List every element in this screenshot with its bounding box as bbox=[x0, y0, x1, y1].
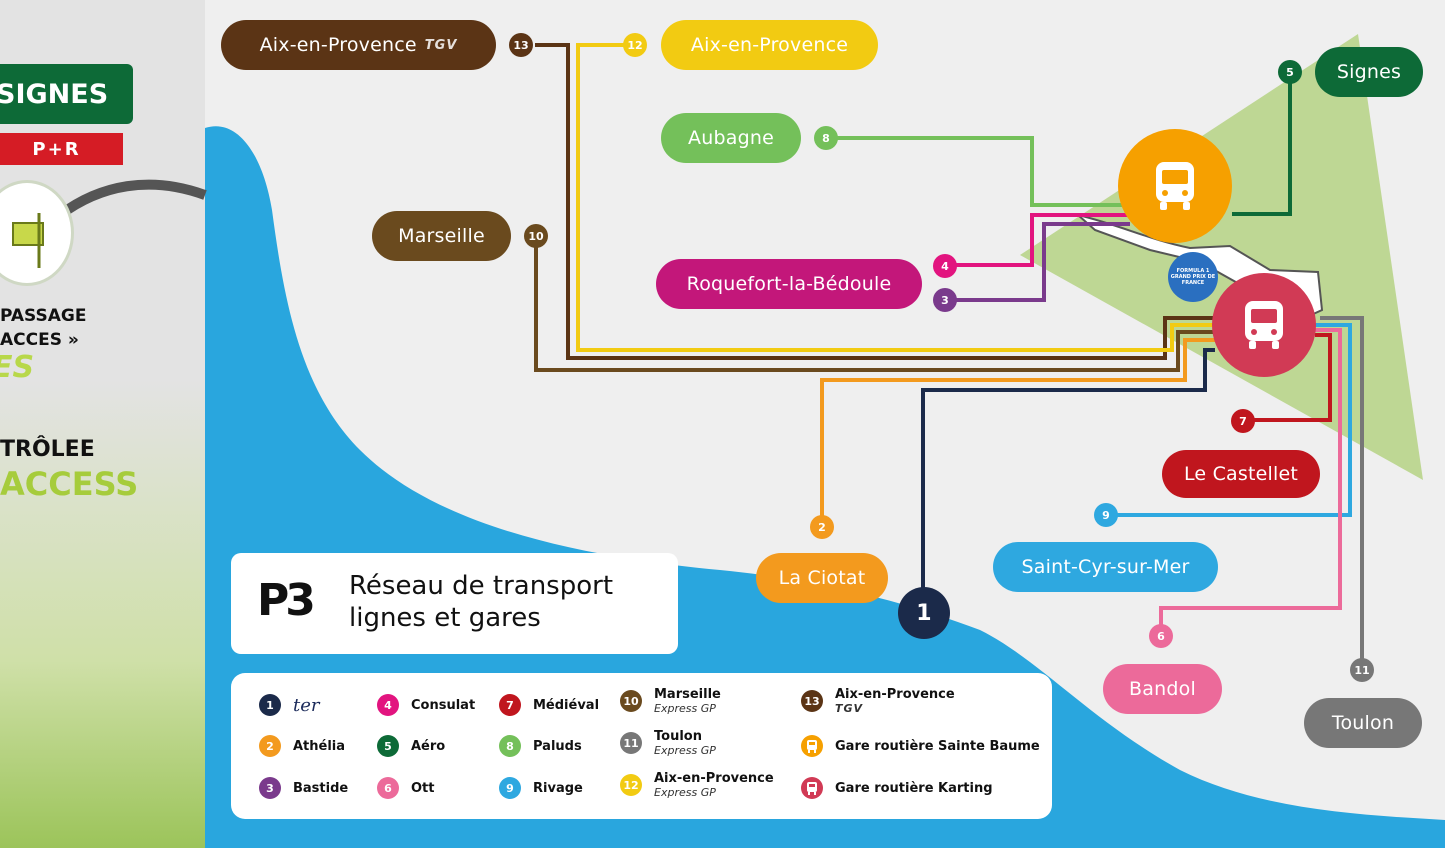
line-1-terminal[interactable]: 1 bbox=[898, 587, 950, 639]
destination-aubagne[interactable]: Aubagne bbox=[661, 113, 801, 163]
line-7-path bbox=[1243, 333, 1332, 422]
legend-item-5: 5 Aéro bbox=[377, 735, 445, 757]
bus-icon bbox=[801, 735, 823, 757]
left-panel: SIGNES P+R PASSAGE ACCES » ES TRÔLEE ACC… bbox=[0, 0, 205, 848]
access-text: ACCESS bbox=[0, 465, 139, 503]
legend-item-8: 8 Paluds bbox=[499, 735, 582, 757]
destination-aix[interactable]: Aix-en-Provence bbox=[661, 20, 878, 70]
destination-saint-cyr[interactable]: Saint-Cyr-sur-Mer bbox=[993, 542, 1218, 592]
line-8-path bbox=[825, 136, 1130, 207]
controlee-text: TRÔLEE bbox=[0, 437, 95, 462]
passage-text-1: PASSAGE bbox=[0, 306, 87, 326]
park-and-ride-sign: P+R bbox=[0, 133, 123, 165]
line-11-path bbox=[1320, 316, 1364, 670]
legend-item-1: 1 ter bbox=[259, 694, 320, 716]
barrier-icon bbox=[0, 180, 74, 286]
passage-text-2: ACCES » bbox=[0, 330, 79, 350]
line-9-path bbox=[1106, 323, 1352, 517]
bus-icon bbox=[801, 777, 823, 799]
line-12-path bbox=[576, 43, 1215, 352]
left-panel-gradient bbox=[0, 380, 205, 848]
line-10-path bbox=[534, 236, 1215, 372]
passage-text-3: ES bbox=[0, 350, 35, 385]
line-1-path bbox=[921, 348, 1215, 590]
line-6-path bbox=[1159, 328, 1342, 636]
bus-station-karting[interactable] bbox=[1212, 273, 1316, 377]
destination-signes[interactable]: Signes bbox=[1315, 47, 1423, 97]
legend-bus-sainte-baume: Gare routière Sainte Baume bbox=[801, 735, 1040, 757]
legend: 1 ter 2 Athélia 3 Bastide 4 Consulat 5 A… bbox=[231, 673, 1052, 819]
line-badge-10: 10 bbox=[524, 224, 548, 248]
line-5-path bbox=[1232, 70, 1292, 216]
legend-item-7: 7 Médiéval bbox=[499, 694, 599, 716]
destination-toulon[interactable]: Toulon bbox=[1304, 698, 1422, 748]
destination-le-castellet[interactable]: Le Castellet bbox=[1162, 450, 1320, 498]
parking-code: P3 bbox=[257, 575, 316, 626]
signes-sign: SIGNES bbox=[0, 64, 133, 124]
sea-area bbox=[205, 126, 1445, 848]
line-badge-11: 11 bbox=[1350, 658, 1374, 682]
line-badge-6: 6 bbox=[1149, 624, 1173, 648]
bus-icon bbox=[1245, 301, 1283, 349]
line-badge-7: 7 bbox=[1231, 409, 1255, 433]
bus-icon bbox=[1156, 162, 1194, 210]
bus-station-sainte-baume[interactable] bbox=[1118, 129, 1232, 243]
title-line-1: Réseau de transport bbox=[349, 571, 614, 601]
destination-bandol[interactable]: Bandol bbox=[1103, 664, 1222, 714]
line-badge-13: 13 bbox=[509, 33, 533, 57]
line-badge-5: 5 bbox=[1278, 60, 1302, 84]
legend-item-4: 4 Consulat bbox=[377, 694, 475, 716]
line-3-path bbox=[945, 222, 1130, 302]
line-2-path bbox=[820, 338, 1215, 527]
left-panel-road bbox=[57, 179, 205, 220]
legend-item-6: 6 Ott bbox=[377, 777, 434, 799]
legend-item-3: 3 Bastide bbox=[259, 777, 348, 799]
destination-marseille[interactable]: Marseille bbox=[372, 211, 511, 261]
destination-la-ciotat[interactable]: La Ciotat bbox=[756, 553, 888, 603]
ter-logo: ter bbox=[293, 694, 320, 716]
grand-prix-logo: FORMULA 1 GRAND PRIX DE FRANCE bbox=[1168, 252, 1218, 302]
legend-item-9: 9 Rivage bbox=[499, 777, 583, 799]
title-card: P3 Réseau de transport lignes et gares bbox=[231, 553, 678, 654]
line-13-path bbox=[535, 43, 1215, 360]
destination-roquefort[interactable]: Roquefort-la-Bédoule bbox=[656, 259, 922, 309]
title-line-2: lignes et gares bbox=[349, 603, 541, 633]
legend-item-2: 2 Athélia bbox=[259, 735, 345, 757]
line-badge-3: 3 bbox=[933, 288, 957, 312]
line-badge-8: 8 bbox=[814, 126, 838, 150]
tgv-logo: TGV bbox=[424, 37, 458, 53]
legend-bus-karting: Gare routière Karting bbox=[801, 777, 993, 799]
line-badge-4: 4 bbox=[933, 254, 957, 278]
line-4-path bbox=[945, 213, 1130, 267]
destination-aix-tgv[interactable]: Aix-en-Provence TGV bbox=[221, 20, 496, 70]
line-badge-2: 2 bbox=[810, 515, 834, 539]
line-badge-9: 9 bbox=[1094, 503, 1118, 527]
line-badge-12: 12 bbox=[623, 33, 647, 57]
destination-label: Aix-en-Provence bbox=[259, 34, 417, 56]
